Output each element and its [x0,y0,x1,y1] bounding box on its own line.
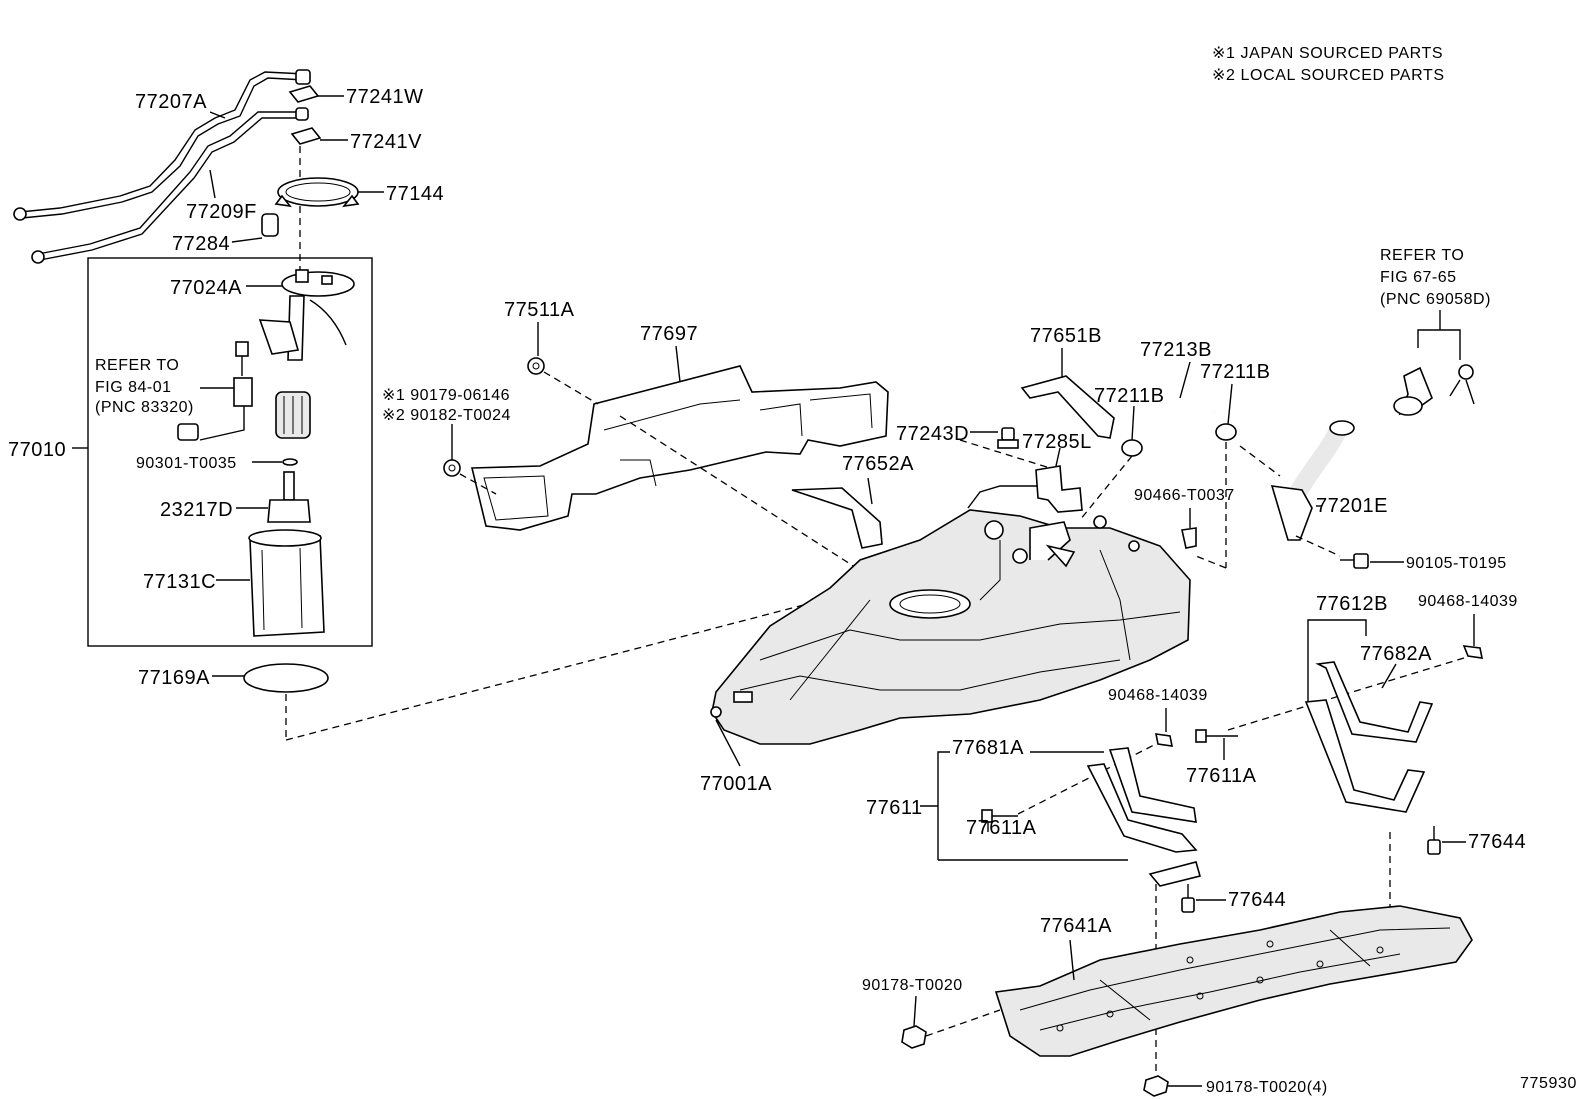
label-90466-T0037: 90466-T0037 [1134,487,1235,504]
protector-77652A[interactable] [791,487,883,549]
label-90178-T0020-left: 90178-T0020 [862,977,963,994]
label-77697: 77697 [640,323,698,345]
label-77201E: 77201E [1316,495,1388,517]
label-23217D: 23217D [160,499,233,521]
refer-67-line3: (PNC 69058D) [1380,291,1491,308]
pump-filter[interactable] [275,391,311,439]
label-77652A: 77652A [842,453,914,475]
bracket-77285L[interactable] [1035,465,1083,513]
label-77284: 77284 [172,233,230,255]
label-77644-left: 77644 [1228,889,1286,911]
label-90105-T0195: 90105-T0195 [1406,555,1507,572]
nut-90178-bottom[interactable] [1143,1075,1169,1097]
refer-84-line3: (PNC 83320) [95,399,194,416]
label-77001A: 77001A [700,773,772,795]
label-77611A-right: 77611A [1186,765,1257,787]
label-77213B: 77213B [1140,339,1212,361]
strap-77681A[interactable] [1086,747,1201,887]
fuel-sender-gauge[interactable] [177,341,253,441]
retainer-ring-77144[interactable] [274,177,360,208]
label-77169A: 77169A [138,667,210,689]
label-77285L: 77285L [1022,431,1092,453]
label-77207A: 77207A [135,91,207,113]
fuel-tank-77001A[interactable] [710,485,1191,745]
bolt-90105-T0195[interactable] [1340,553,1369,569]
clip-77241W[interactable] [288,85,320,103]
label-77682A: 77682A [1360,643,1432,665]
label-90182-T0024: ※2 90182-T0024 [382,407,511,424]
fill-hose-77213B[interactable] [1136,402,1216,452]
nut-90179-90182[interactable] [443,459,461,477]
label-77131C: 77131C [143,571,216,593]
clip-90468-mid[interactable] [1154,733,1174,747]
label-77144: 77144 [386,183,444,205]
clip-77241V[interactable] [290,127,322,145]
label-90468-14039-top: 90468-14039 [1418,593,1518,610]
bolt-77611A-left[interactable] [981,809,1018,823]
label-77010: 77010 [8,439,66,461]
strap-77682A[interactable] [1315,661,1434,743]
filler-pipe-77201E[interactable] [1270,420,1355,541]
note-local-sourced: ※2 LOCAL SOURCED PARTS [1212,67,1445,84]
refer-67-line2: FIG 67-65 [1380,269,1457,286]
label-77024A: 77024A [170,277,242,299]
label-77681A: 77681A [952,737,1024,759]
bolt-77644-left[interactable] [1181,884,1195,913]
label-77641A: 77641A [1040,915,1112,937]
label-90179-06146: ※1 90179-06146 [382,387,510,404]
hose-clamp-77211B-right[interactable] [1215,423,1237,441]
label-77644-right: 77644 [1468,831,1526,853]
note-japan-sourced: ※1 JAPAN SOURCED PARTS [1212,45,1443,62]
valve-77243D[interactable] [997,427,1019,449]
pump-cup-77131C[interactable] [248,529,325,637]
label-77611A-left: 77611A [966,817,1037,839]
clip-90466-T0037[interactable] [1181,527,1197,549]
label-77211B-left: 77211B [1094,385,1164,407]
oring-90301-T0035[interactable] [282,458,298,466]
bolt-77611A-right[interactable] [1195,729,1238,743]
pump-cover-77024A[interactable] [258,269,355,361]
nut-90178-left[interactable] [901,1025,927,1049]
clip-77284[interactable] [261,213,279,237]
clip-90468-top[interactable] [1462,645,1484,659]
bolt-77644-right[interactable] [1427,826,1441,855]
gasket-77169A[interactable] [243,663,329,693]
hose-clamp-77211B-left[interactable] [1121,439,1143,457]
figure-id: 775930 [1520,1075,1577,1092]
label-77611: 77611 [866,797,923,819]
heat-insulator-77697[interactable] [470,365,889,531]
label-77651B: 77651B [1030,325,1102,347]
protector-77651B[interactable] [1020,375,1115,439]
label-90468-14039-mid: 90468-14039 [1108,687,1208,704]
fuel-line-77209F[interactable] [31,107,309,264]
label-77211B-right: 77211B [1200,361,1270,383]
refer-84-line1: REFER TO [95,357,179,374]
label-77511A: 77511A [504,299,575,321]
fuel-cap-key[interactable] [1393,364,1475,416]
label-77241V: 77241V [350,131,422,153]
label-77612B: 77612B [1316,593,1388,615]
label-90178-T0020-bottom: 90178-T0020(4) [1206,1079,1328,1096]
label-77209F: 77209F [186,201,257,223]
strap-77612B[interactable] [1304,699,1426,813]
under-cover-77641A[interactable] [994,905,1473,1057]
refer-84-line2: FIG 84-01 [95,379,172,396]
pump-assembly-box [87,257,373,647]
clip-77511A[interactable] [527,357,545,375]
refer-67-line1: REFER TO [1380,247,1464,264]
fuel-pump-23217D[interactable] [267,471,311,523]
label-77243D: 77243D [896,423,969,445]
fuel-line-77207A[interactable] [13,69,311,221]
label-77241W: 77241W [346,86,424,108]
label-90301-T0035: 90301-T0035 [136,455,237,472]
